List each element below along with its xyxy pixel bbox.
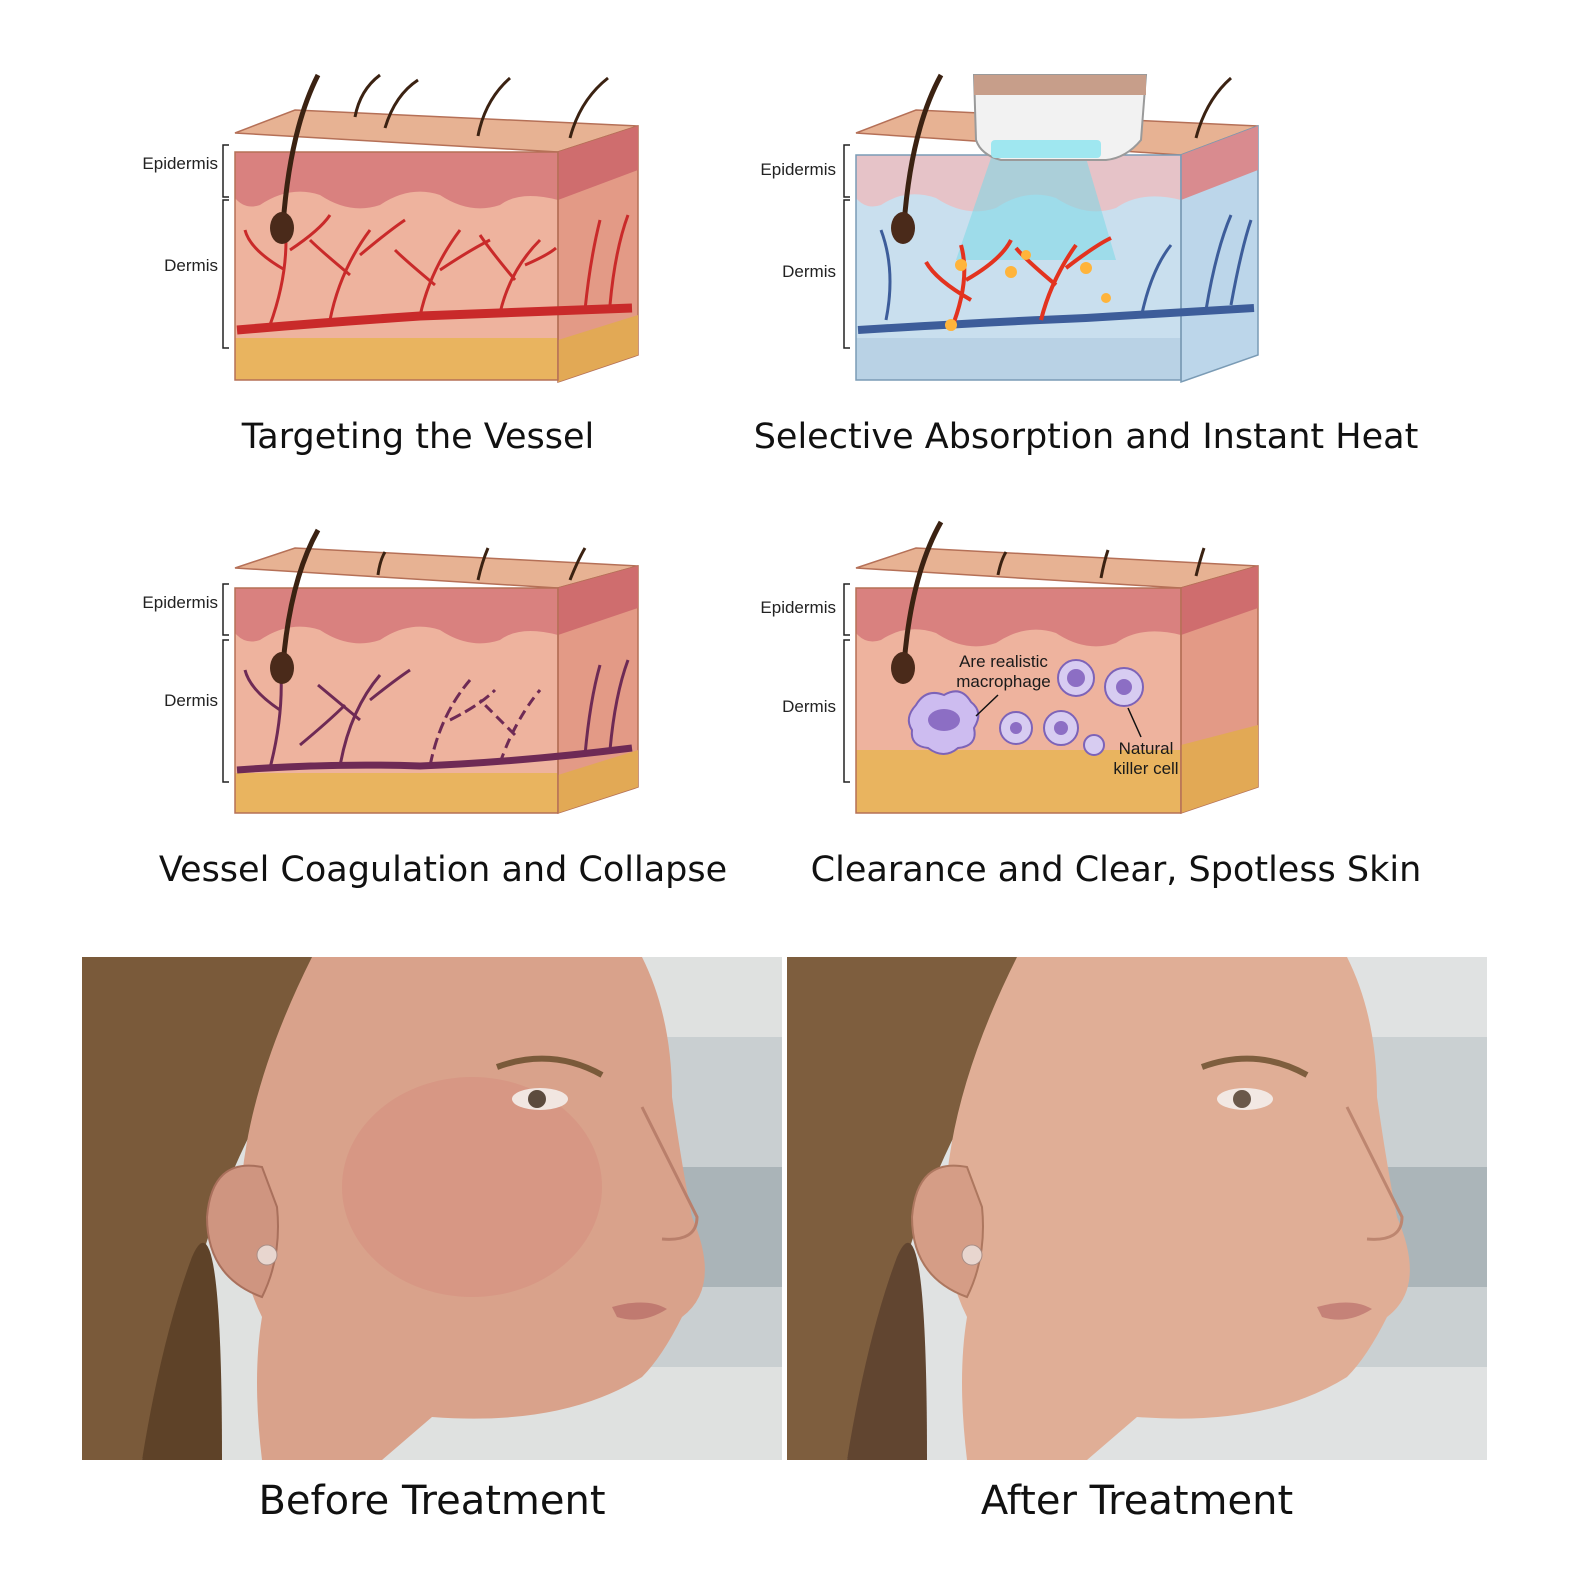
natural-killer-cell [1057,659,1095,697]
epidermis-label: Epidermis [142,154,218,173]
after-caption: After Treatment [980,1478,1294,1524]
dermis-label: Dermis [164,691,218,710]
collapsed-capillaries [243,659,630,769]
nk-cell-label: Natural killer cell [1113,739,1179,778]
dermis-label: Dermis [164,256,218,275]
step-selective-absorption: Epidermis Dermis Selective Absorption an… [754,0,1572,480]
heated-vessels [924,236,1112,331]
before-photo [82,957,782,1460]
macrophage-pointer [975,694,999,717]
macrophage-cell [907,690,980,755]
step-vessel-coagulation: Epidermis Dermis Vessel Coagulation and … [0,480,786,920]
step-caption: Vessel Coagulation and Collapse [158,850,728,890]
dermis-label: Dermis [782,262,836,281]
epidermis-label: Epidermis [760,598,836,617]
hair-icon [280,73,321,226]
redness-patch [342,1077,602,1297]
step-caption: Selective Absorption and Instant Heat [753,417,1419,457]
before-caption: Before Treatment [258,1478,606,1524]
skin-cross-section-diagram [843,520,1259,815]
hair-icon [280,528,321,666]
hair-icon [901,520,944,666]
ipl-device-icon [972,74,1148,161]
step-clearance: Epidermis Dermis Are realistic macrophag… [760,480,1572,920]
nk-cell-pointer [1127,707,1142,738]
collapsed-vessel [236,744,633,774]
skin-cross-section-diagram [222,528,639,815]
skin-cross-section-diagram [843,73,1259,384]
hair-icon [901,73,944,226]
step-caption: Clearance and Clear, Spotless Skin [810,850,1422,890]
face-profile-after [787,957,1487,1460]
light-beam [956,158,1116,260]
skin-cross-section-diagram [222,73,639,384]
heat-spot [945,250,1111,331]
macrophage-label: Are realistic macrophage [956,652,1051,691]
epidermis-label: Epidermis [760,160,836,179]
step-targeting-vessel: Epidermis Dermis Targeting the Vessel [0,0,786,480]
step-caption: Targeting the Vessel [241,417,595,457]
dermis-label: Dermis [782,697,836,716]
face-profile-before [82,957,782,1460]
after-photo [787,957,1487,1460]
epidermis-label: Epidermis [142,593,218,612]
